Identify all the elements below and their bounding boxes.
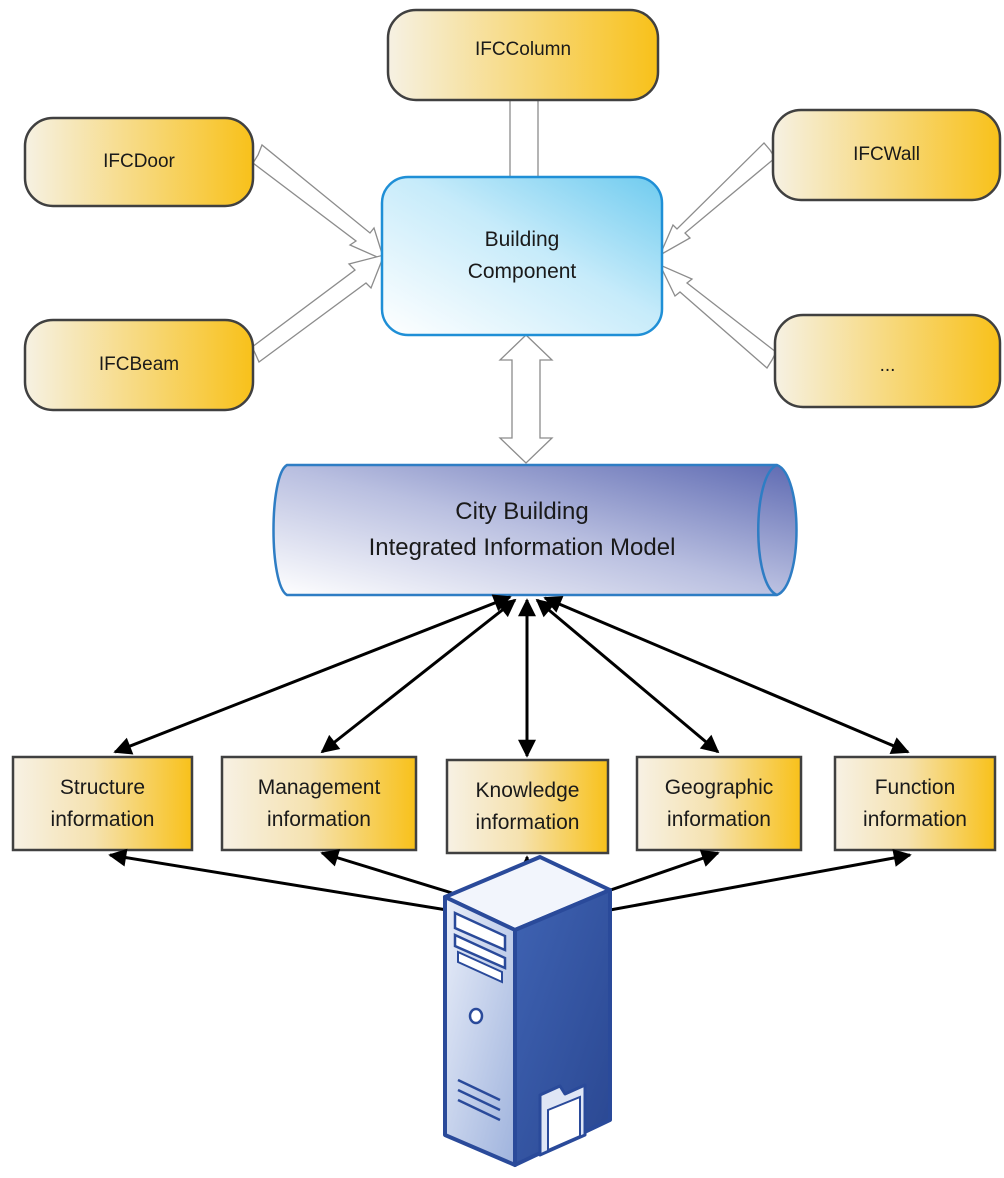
arrow-model-function [543,596,910,754]
structure-info-box [11,755,194,852]
function-info-box [833,755,997,852]
arrow-server-management [320,849,453,895]
knowledge-info-box [445,758,610,855]
arrow-more-to-component [658,263,777,369]
component-boxes [23,8,1002,412]
arrow-server-geographic [601,849,720,895]
management-info-box [220,755,418,852]
ifcdoor-box [23,116,255,208]
model-cylinder [272,463,798,597]
model-info-arrows [113,594,910,758]
info-boxes [11,755,997,855]
arrow-door-to-component [252,143,386,262]
arrow-beam-to-component [251,254,386,364]
ifcbeam-box [23,318,255,412]
arrow-server-structure [108,848,448,912]
arrow-model-geographic [535,598,720,754]
server-icon [443,855,612,1167]
arrow-wall-to-component [658,142,776,257]
geographic-info-box [635,755,803,852]
arrow-component-model [498,334,554,464]
arrow-model-structure [113,594,512,755]
ifcwall-box [771,108,1002,202]
ifccolumn-box [386,8,660,102]
arrow-server-function [609,849,912,912]
arrow-model-management [320,598,517,754]
building-component-box [380,175,664,337]
server-info-arrows [108,848,912,930]
more-box [773,313,1002,409]
